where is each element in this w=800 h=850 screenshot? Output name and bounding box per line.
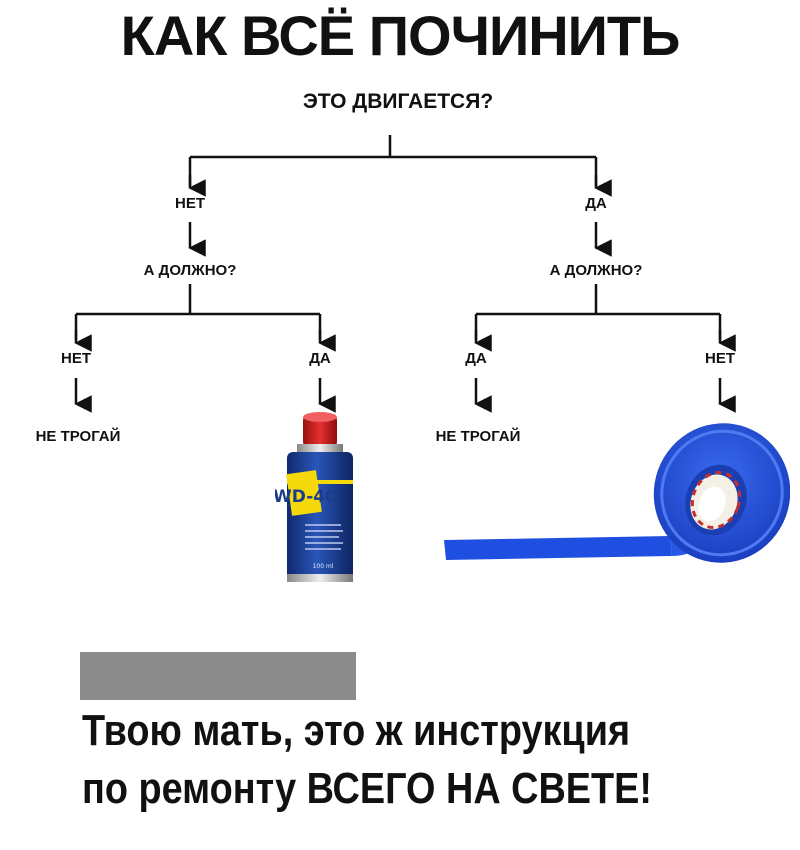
caption-line-1: Твою мать, это ж инструкция <box>82 706 631 755</box>
wd40-volume: 100 ml <box>313 563 334 570</box>
page-title: КАК ВСЁ ПОЧИНИТЬ <box>120 4 681 67</box>
result-left-no: НЕ ТРОГАЙ <box>35 428 121 445</box>
node-right-yes: ДА <box>465 350 487 367</box>
wd40-can-image: WD-40 100 ml <box>275 412 353 582</box>
node-right-question: А ДОЛЖНО? <box>549 262 643 279</box>
blue-duct-tape-image <box>444 423 790 563</box>
connector-left <box>74 284 322 340</box>
node-left-question: А ДОЛЖНО? <box>143 262 237 279</box>
wd40-brand: WD-40 <box>275 487 337 507</box>
node-right-answer: ДА <box>585 195 607 212</box>
node-left-yes: ДА <box>309 350 331 367</box>
caption-line-2: по ремонту ВСЕГО НА СВЕТЕ! <box>82 764 653 813</box>
root-question: ЭТО ДВИГАЕТСЯ? <box>302 90 494 113</box>
caption: Твою мать, это ж инструкция по ремонту В… <box>82 702 684 818</box>
node-right-no: НЕТ <box>705 350 735 367</box>
result-right-yes: НЕ ТРОГАЙ <box>435 428 521 445</box>
node-left-no: НЕТ <box>61 350 91 367</box>
redaction-bar <box>80 652 356 700</box>
connector-root <box>188 135 598 186</box>
connector-right <box>474 284 722 340</box>
node-left-answer: НЕТ <box>175 195 205 212</box>
